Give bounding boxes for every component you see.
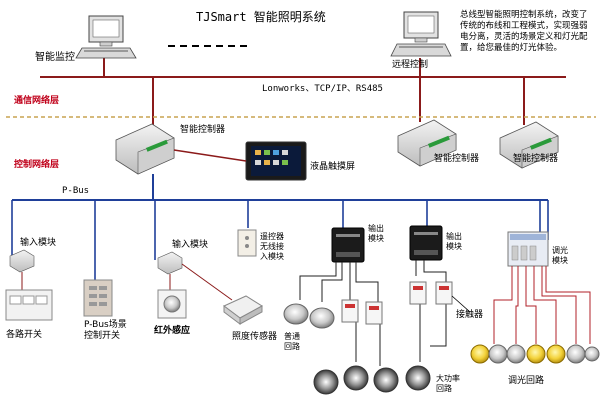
label-remote: 远程控制 [392, 60, 429, 70]
label-contactor: 接触器 [456, 310, 484, 320]
dimmer-module-device [507, 231, 549, 267]
label-controller-2: 智能控制器 [434, 154, 480, 164]
control-layer-label: 控制网络层 [14, 160, 60, 170]
label-infrared: 红外感应 [154, 326, 191, 336]
label-controller-main: 智能控制器 [180, 125, 226, 135]
wireless-module-device [237, 229, 257, 257]
label-dim-circuit: 调光回路 [508, 376, 545, 386]
label-lcd: 液晶触摸屏 [310, 162, 356, 172]
label-pbus-panel: P-Bus场景 控制开关 [84, 320, 127, 341]
diagram-title: TJSmart 智能照明系统 [196, 10, 326, 24]
label-monitor: 智能监控 [35, 52, 75, 63]
normal-circuit-wiring [299, 262, 343, 302]
high-power-lamps [313, 365, 431, 395]
light-sensor-link [181, 263, 233, 301]
monitor-computer-icon [75, 15, 137, 59]
contactor-wiring-2 [355, 260, 447, 366]
network-protocols-label: Lonworks、TCP/IP、RS485 [262, 84, 383, 94]
label-switches: 各路开关 [6, 330, 43, 340]
light-sensor-device [223, 295, 263, 325]
label-wireless: 遥控器 无线接 入模块 [260, 232, 284, 261]
label-controller-3: 智能控制器 [513, 154, 559, 164]
comm-layer-label: 通信网络层 [14, 96, 60, 106]
pbus-branches [11, 200, 549, 280]
controller-2-device [397, 119, 457, 167]
contactor-devices [341, 281, 453, 325]
system-description: 总线型智能照明控制系统，改变了传统的布线和工程模式，实现强弱电分离，灵活的场景定… [460, 10, 588, 53]
label-light-sensor: 照度传感器 [232, 332, 278, 342]
controller-3-device [499, 121, 559, 169]
contactor-pointer [451, 295, 471, 313]
normal-circuit-lamps [283, 303, 335, 329]
label-dimmer: 调光 模块 [552, 246, 568, 265]
input-module-2-device [157, 251, 183, 275]
input-module-1-device [9, 249, 35, 273]
output-module-2-device [409, 225, 443, 261]
label-high-power: 大功率 回路 [436, 374, 460, 393]
remote-computer-icon [390, 11, 452, 57]
pbus-label: P-Bus [62, 186, 90, 196]
dimmer-wiring [493, 266, 591, 344]
switch-panel-device [5, 289, 53, 321]
output-module-1-device [331, 227, 365, 263]
controller-main-device [115, 123, 175, 175]
contactor-wiring-1 [349, 262, 379, 302]
label-input-module-2: 输入模块 [172, 240, 209, 250]
label-output-2: 输出 模块 [446, 232, 462, 251]
pbus-scene-panel-device [83, 279, 113, 317]
lcd-touchscreen-device [245, 141, 307, 181]
label-normal-circuit: 普通 回路 [284, 332, 300, 351]
dimmed-bulbs [470, 344, 600, 364]
label-output-1: 输出 模块 [368, 224, 384, 243]
infrared-sensor-device [157, 289, 187, 319]
lcd-link [173, 149, 247, 162]
label-input-module-1: 输入模块 [20, 238, 57, 248]
